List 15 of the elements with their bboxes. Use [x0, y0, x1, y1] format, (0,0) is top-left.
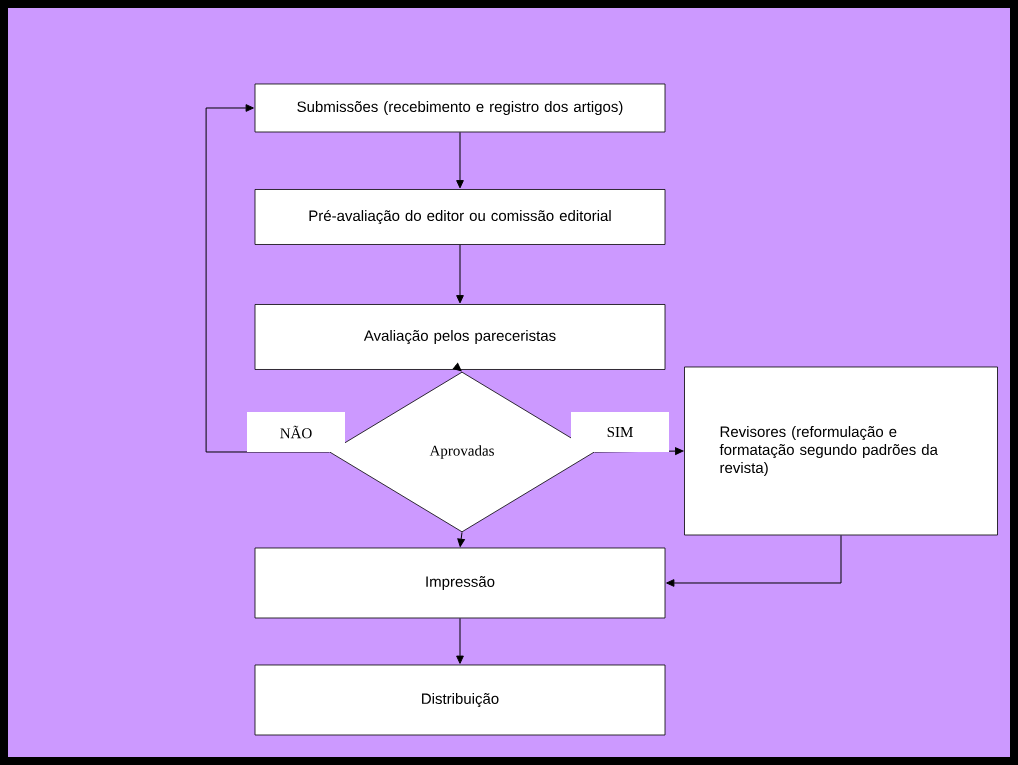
process-box: Avaliação pelos pareceristas [254, 304, 666, 370]
arrow [666, 534, 842, 587]
arrow [456, 131, 464, 189]
arrow [205, 104, 330, 453]
arrow [452, 363, 462, 372]
process-box: Pré-avaliação do editor ou comissão editorial [254, 189, 666, 245]
process-box: Submissões (recebimento e registro dos artigos) [254, 83, 666, 133]
edge-label: NÃO [247, 412, 345, 452]
arrow [456, 244, 464, 304]
process-box: Impressão [254, 547, 666, 619]
edge-label: SIM [571, 412, 669, 452]
process-box: Revisores (reformulação e formatação segundo padrões da revista) [684, 366, 998, 536]
process-box: Distribuição [254, 664, 666, 736]
arrow [457, 531, 465, 547]
arrow [456, 617, 464, 664]
